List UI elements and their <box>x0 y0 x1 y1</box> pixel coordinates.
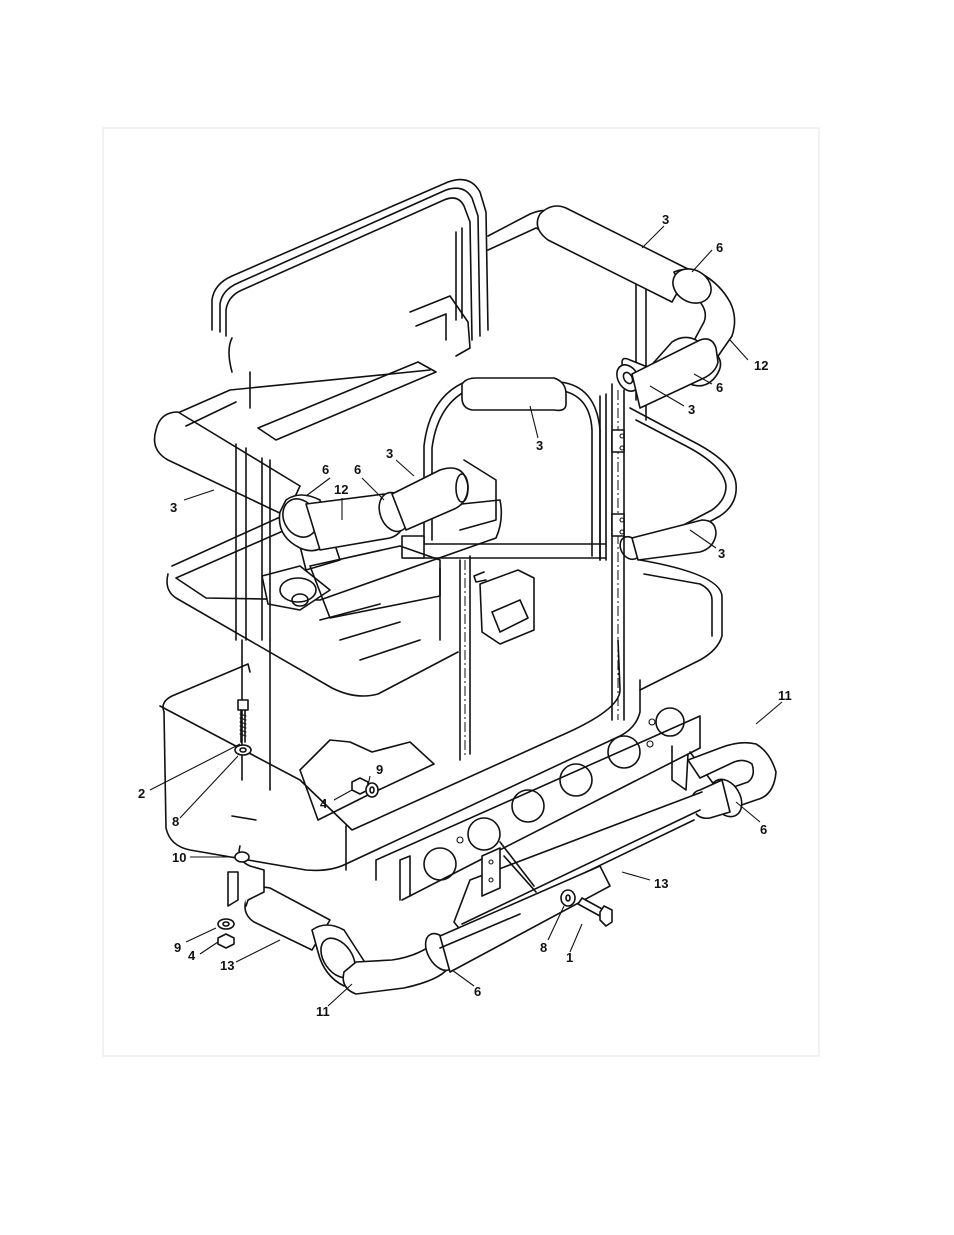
callout-9-left: 9 <box>174 940 181 955</box>
right-posts <box>599 383 625 721</box>
callout-6-bottom: 6 <box>474 984 481 999</box>
callout-3-center: 3 <box>386 446 393 461</box>
callout-4-left: 4 <box>188 948 196 963</box>
base-frame <box>375 707 719 901</box>
callout-13-left: 13 <box>220 958 234 973</box>
leader-lines <box>149 225 783 1007</box>
callout-3-top-right: 3 <box>662 212 669 227</box>
callout-6-top-right: 6 <box>716 240 723 255</box>
washer-9-center <box>365 782 379 798</box>
center-handrail <box>401 377 607 561</box>
callout-13-right: 13 <box>654 876 668 891</box>
callout-8-left: 8 <box>172 814 179 829</box>
bolt-2 <box>237 699 249 743</box>
top-right-handrail-assembly <box>536 205 736 409</box>
callout-4-center: 4 <box>320 796 328 811</box>
callout-1: 1 <box>566 950 573 965</box>
callout-12-right: 12 <box>754 358 768 373</box>
callout-9-center: 9 <box>376 762 383 777</box>
front-bumper <box>244 865 611 995</box>
left-handrail-assembly <box>153 369 469 641</box>
right-guard-rail <box>619 407 737 561</box>
callout-labels: 3 6 12 6 3 3 3 6 6 12 3 3 11 6 13 2 8 9 … <box>138 212 792 1019</box>
mount-plates <box>227 841 537 907</box>
callout-10: 10 <box>172 850 186 865</box>
spacer-10 <box>234 851 250 863</box>
callout-6-left-b: 6 <box>354 462 361 477</box>
callout-6-right: 6 <box>716 380 723 395</box>
callout-12-left: 12 <box>334 482 348 497</box>
callout-6-left-a: 6 <box>322 462 329 477</box>
rear-bumper <box>453 741 777 933</box>
nut-4-left <box>217 933 235 949</box>
callout-3-right-upper: 3 <box>688 402 695 417</box>
washer-8-lower <box>560 889 576 907</box>
callout-3-right-lower: 3 <box>718 546 725 561</box>
control-seat-frame <box>211 178 489 441</box>
callout-3-center-rail: 3 <box>536 438 543 453</box>
bolt-1 <box>577 897 613 927</box>
callout-2: 2 <box>138 786 145 801</box>
callout-3-left: 3 <box>170 500 177 515</box>
washer-9-left <box>217 918 235 930</box>
callout-11-right: 11 <box>778 688 792 703</box>
callout-11-bottom: 11 <box>316 1004 330 1019</box>
washer-8-upper <box>234 744 252 756</box>
callout-6-bottom-right: 6 <box>760 822 767 837</box>
platform-floor <box>159 555 723 872</box>
scan-border <box>102 127 820 1057</box>
foot-switch <box>473 569 535 645</box>
callout-8-bottom: 8 <box>540 940 547 955</box>
